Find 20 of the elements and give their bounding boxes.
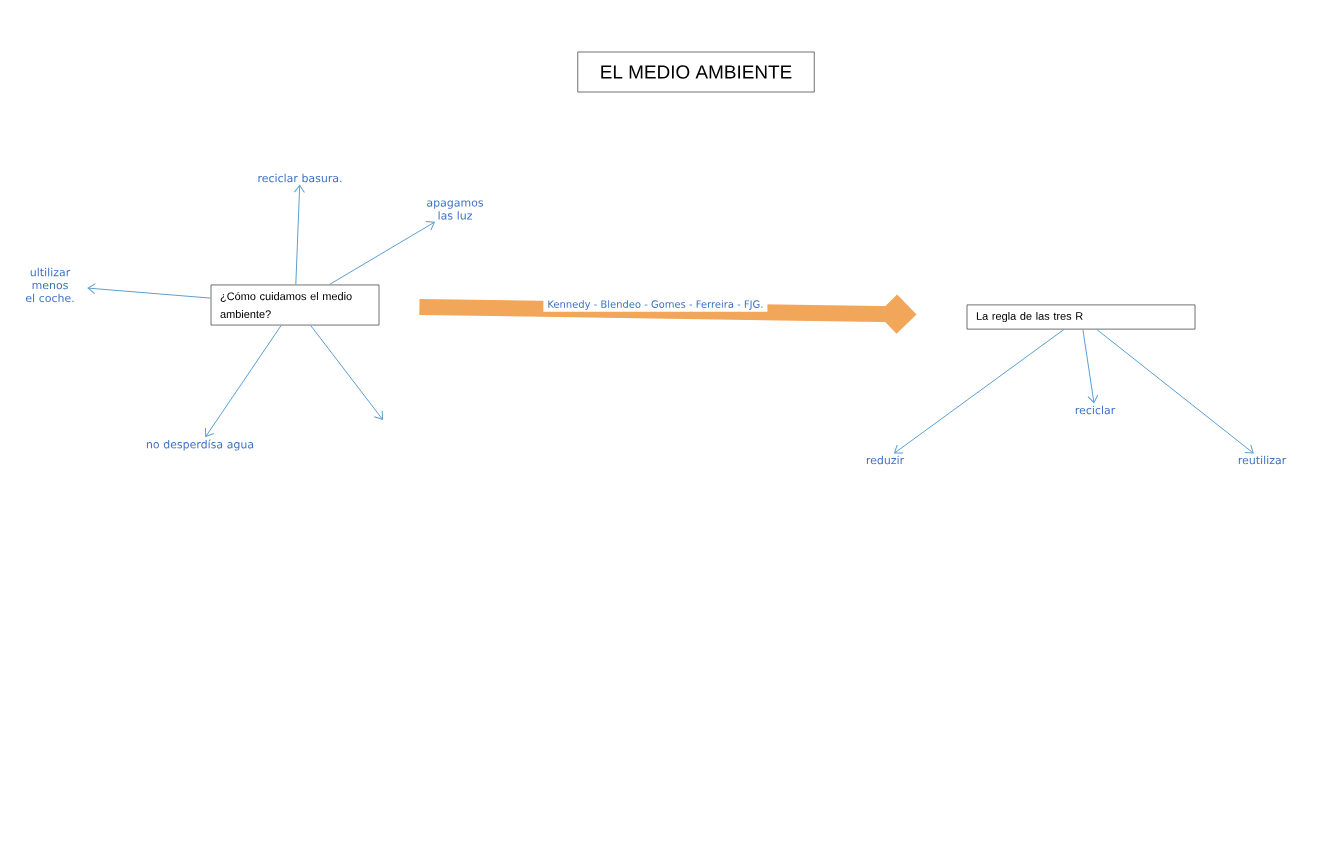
handwritten-label: reciclar [1075,405,1116,415]
edge-label: Kennedy - Blendeo - Gomes - Ferreira - FJG. [543,298,768,312]
handwritten-label: ultilizar menos el coche. [25,267,74,303]
arrow [894,329,1065,454]
handwritten-label: reduzir [866,455,905,465]
handwritten-label: reciclar basura. [258,173,342,183]
arrow [293,184,305,286]
handwritten-label: apagamos las luz [427,200,484,220]
handwritten-label: no desperdísa agua [146,439,254,451]
title-box: EL MEDIO AMBIENTE [577,51,815,93]
arrow [205,324,282,438]
arrow [87,283,212,299]
handwritten-label: reutilizar [1238,455,1287,465]
arrow [419,294,917,334]
arrow [1082,329,1099,404]
text-box: ¿Cómo cuidamos el medio ambiente? [210,284,380,326]
text-box: La regla de las tres R [966,304,1196,330]
arrow [310,324,383,420]
arrow [1096,329,1254,454]
arrow [328,221,435,286]
